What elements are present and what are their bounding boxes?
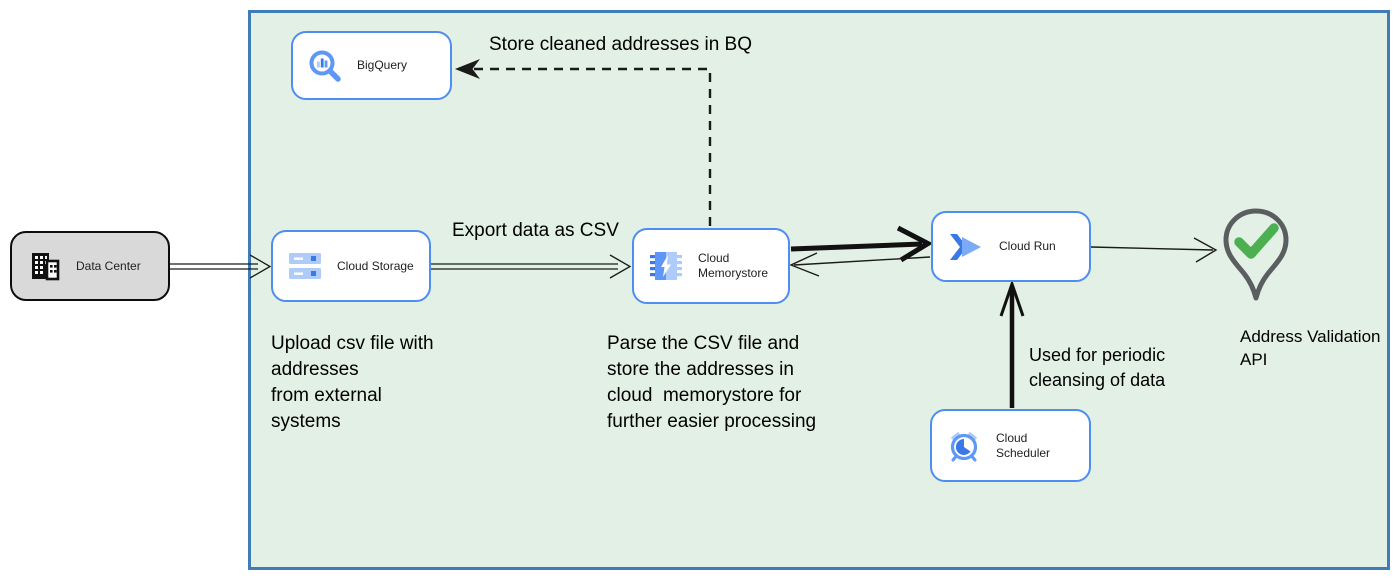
label-address-validation-api: Address Validation API — [1240, 327, 1381, 369]
node-label-bigquery: BigQuery — [357, 58, 408, 72]
node-label-cloud-scheduler: Cloud Scheduler — [996, 430, 1051, 460]
annotation-export-csv: Export data as CSV — [452, 220, 619, 241]
annotation-parse-csv: Parse the CSV file and store the address… — [607, 333, 817, 432]
annotation-upload-csv: Upload csv file with addresses from exte… — [271, 333, 434, 432]
node-cloud-run: Cloud Run — [931, 211, 1091, 282]
node-label-cloud-storage: Cloud Storage — [337, 258, 414, 273]
check-icon — [1234, 223, 1279, 259]
cloud-run-icon — [947, 231, 985, 263]
cloud-memorystore-icon — [648, 248, 684, 284]
address-validation-pin — [1222, 207, 1290, 325]
cloud-scheduler-icon — [946, 428, 982, 464]
bigquery-icon — [307, 48, 343, 84]
node-label-cloud-run: Cloud Run — [999, 239, 1056, 253]
pin-outline-icon — [1223, 208, 1289, 301]
node-bigquery: BigQuery — [291, 31, 452, 100]
cloud-storage-icon — [287, 250, 323, 282]
node-cloud-scheduler: Cloud Scheduler — [930, 409, 1091, 482]
node-label-data-center: Data Center — [76, 258, 141, 273]
annotation-periodic-cleansing: Used for periodic cleansing of data — [1029, 345, 1166, 390]
node-cloud-storage: Cloud Storage — [271, 230, 431, 302]
cloud-boundary — [248, 10, 1390, 570]
node-label-cloud-memorystore: Cloud Memorystore — [698, 251, 769, 280]
data-center-building-icon — [26, 248, 62, 284]
annotation-store-bq: Store cleaned addresses in BQ — [489, 34, 752, 55]
node-cloud-memorystore: Cloud Memorystore — [632, 228, 790, 304]
node-data-center: Data Center — [10, 231, 170, 301]
